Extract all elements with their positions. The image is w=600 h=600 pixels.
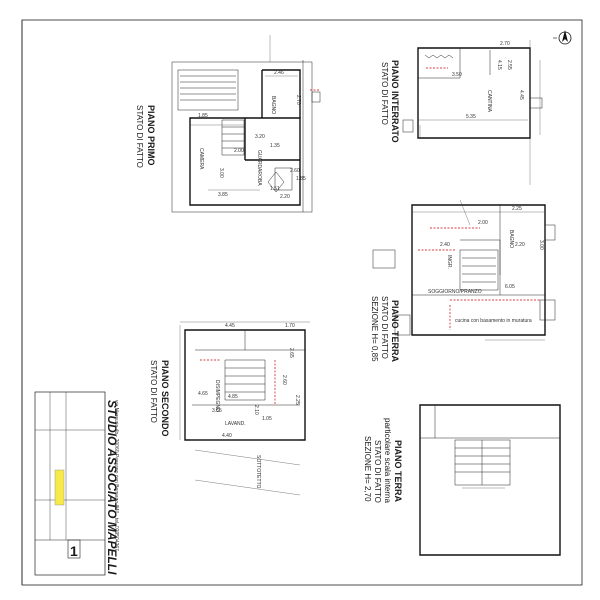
subtitle-piano-terra-1: STATO DI FATTO [380, 296, 389, 359]
room-primo-bagno: BAGNO [270, 96, 276, 114]
dim-primo-5: 1.35 [270, 143, 280, 149]
dim-terra1-5: 2.20 [515, 242, 525, 248]
dim-primo-4: 2.00 [234, 148, 244, 154]
subtitle2-piano-terra-2: particolare scala interna [383, 418, 392, 503]
dim-interrato-2: 4.45 [518, 90, 524, 100]
dim-interrato-0: 2.70 [500, 41, 510, 47]
room-primo-camera: CAMERA [198, 148, 204, 170]
room-terra1-bagno: BAGNO [508, 230, 514, 248]
north-arrow-icon [553, 30, 572, 45]
dim-terra1-4: 2.40 [440, 242, 450, 248]
studio-name: STUDIO ASSOCIATO MAPELLI [105, 400, 119, 575]
dim-secondo-8: 2.25 [294, 395, 300, 405]
dim-primo-1: 1.85 [198, 113, 208, 119]
dim-secondo-4: 4.85 [228, 394, 238, 400]
room-interrato-cantina: CANTINA [486, 90, 492, 113]
title-block: 1 STUDIO ASSOCIATO MAPELLI via Mercurio … [34, 391, 119, 576]
subtitle-piano-interrato: STATO DI FATTO [380, 62, 389, 125]
dim-interrato-3: 5.35 [466, 114, 476, 120]
section-piano-terra-1: SEZIONE H= 0,85 [370, 296, 379, 362]
dim-secondo-2: 2.65 [288, 348, 294, 358]
dim-secondo-5: 4.40 [222, 433, 232, 439]
dim-primo-3: 3.85 [218, 192, 228, 198]
room-secondo-lavand: LAVAND. [225, 421, 246, 427]
dim-primo-8: 2.70 [295, 95, 301, 105]
plan-piano-secondo: 4.45 1.70 2.65 3.55 4.85 4.40 2.60 1.05 … [149, 321, 310, 496]
room-secondo-sottotetto: SOTTOTETTO [255, 455, 261, 489]
plan-piano-primo: 2.46 1.85 3.00 3.85 2.00 1.35 3.20 1.85 … [135, 35, 320, 213]
plan-piano-terra-1: 2.25 2.00 3.00 6.05 2.40 2.20 BAGNO SOGG… [370, 199, 556, 363]
dim-secondo-0: 4.45 [225, 323, 235, 329]
dim-secondo-9: 2.10 [253, 405, 259, 415]
room-terra1-soggiorno: SOGGIORNO/PRANZO [428, 289, 482, 295]
sheet-number: 1 [70, 543, 78, 559]
dim-primo-6: 3.20 [255, 134, 265, 140]
dim-primo-10: 1.51 [270, 186, 280, 192]
dim-secondo-6: 2.60 [281, 375, 287, 385]
dim-interrato-5: 2.55 [506, 60, 512, 70]
dim-primo-9: 2.60 [290, 168, 300, 174]
title-piano-secondo: PIANO SECONDO [160, 360, 170, 437]
dim-primo-0: 2.46 [274, 70, 284, 76]
subtitle-piano-secondo: STATO DI FATTO [149, 360, 158, 423]
title-piano-interrato: PIANO INTERRATO [390, 60, 400, 143]
studio-address: via Mercurio 4b - 20060 Pessano con Born… [113, 400, 119, 551]
note-terra1-cucina: cucina con basamento in muratura [455, 318, 532, 324]
dim-terra1-0: 2.25 [512, 206, 522, 212]
subtitle-piano-primo: STATO DI FATTO [135, 105, 144, 168]
dim-terra1-3: 6.05 [505, 284, 515, 290]
plan-piano-interrato: 2.70 3.50 4.45 5.35 4.15 2.55 CANTINA PI… [311, 40, 543, 185]
dim-secondo-7: 1.05 [262, 416, 272, 422]
dim-interrato-1: 3.50 [452, 72, 462, 78]
section-piano-terra-2: SEZIONE H= 2,70 [363, 436, 372, 502]
dim-secondo-10: 4.65 [198, 391, 208, 397]
dim-primo-11: 2.20 [280, 194, 290, 200]
dim-terra1-1: 2.00 [478, 220, 488, 226]
dim-primo-2: 3.00 [218, 168, 224, 178]
room-primo-guardaroba: GUARDAROBA [256, 150, 262, 186]
dim-interrato-4: 4.15 [496, 60, 502, 70]
title-piano-terra-2: PIANO TERRA [393, 440, 403, 503]
dim-secondo-3: 3.55 [212, 408, 222, 414]
plan-piano-terra-2: PIANO TERRA particolare scala interna ST… [363, 404, 561, 556]
title-piano-terra-1: PIANO TERRA [390, 300, 400, 363]
title-piano-primo: PIANO PRIMO [146, 105, 156, 166]
dim-secondo-1: 1.70 [285, 323, 295, 329]
room-secondo-disimpegno: DISIMPEGNO [214, 380, 220, 412]
dim-terra1-2: 3.00 [538, 240, 544, 250]
dim-primo-7: 1.85 [296, 176, 306, 182]
subtitle-piano-terra-2: STATO DI FATTO [373, 440, 382, 503]
room-terra1-ingr: INGR. [446, 255, 452, 269]
